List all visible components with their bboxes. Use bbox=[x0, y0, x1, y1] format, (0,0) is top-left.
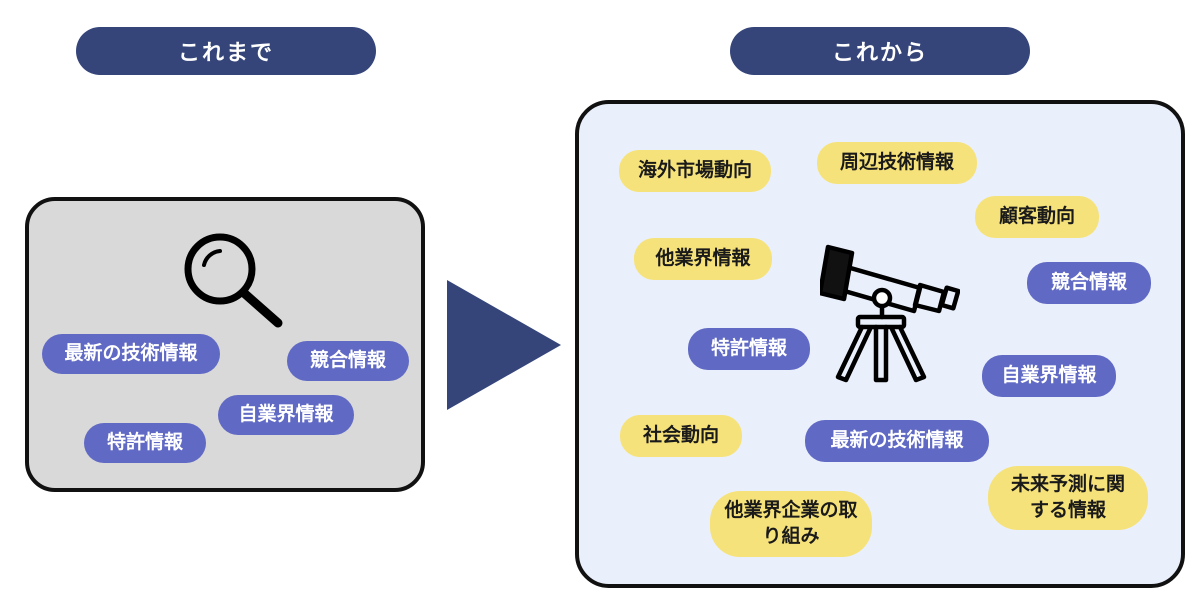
before-tag-own-industry: 自業界情報 bbox=[218, 395, 354, 435]
header-before: これまで bbox=[76, 27, 376, 75]
after-tag-competitor: 競合情報 bbox=[1027, 262, 1151, 304]
before-tag-latest-tech: 最新の技術情報 bbox=[42, 334, 220, 374]
magnifier-icon bbox=[184, 233, 283, 328]
after-tag-peripheral-tech: 周辺技術情報 bbox=[817, 142, 977, 184]
telescope-icon bbox=[820, 244, 960, 383]
after-tag-other-industry: 他業界情報 bbox=[634, 238, 772, 280]
after-tag-future-forecast: 未来予測に関する情報 bbox=[988, 466, 1148, 530]
after-tag-other-industry-efforts: 他業界企業の取り組み bbox=[710, 491, 872, 557]
right-arrow-icon bbox=[447, 280, 561, 410]
after-tag-overseas-market: 海外市場動向 bbox=[619, 150, 771, 192]
header-after: これから bbox=[730, 27, 1030, 75]
after-tag-own-industry: 自業界情報 bbox=[982, 355, 1116, 397]
after-tag-customer-trend: 顧客動向 bbox=[975, 196, 1099, 238]
before-tag-competitor: 競合情報 bbox=[287, 341, 409, 381]
after-tag-social-trend: 社会動向 bbox=[620, 415, 742, 457]
before-tag-patent: 特許情報 bbox=[84, 423, 206, 463]
after-tag-latest-tech: 最新の技術情報 bbox=[805, 420, 989, 462]
after-tag-patent: 特許情報 bbox=[688, 328, 810, 370]
